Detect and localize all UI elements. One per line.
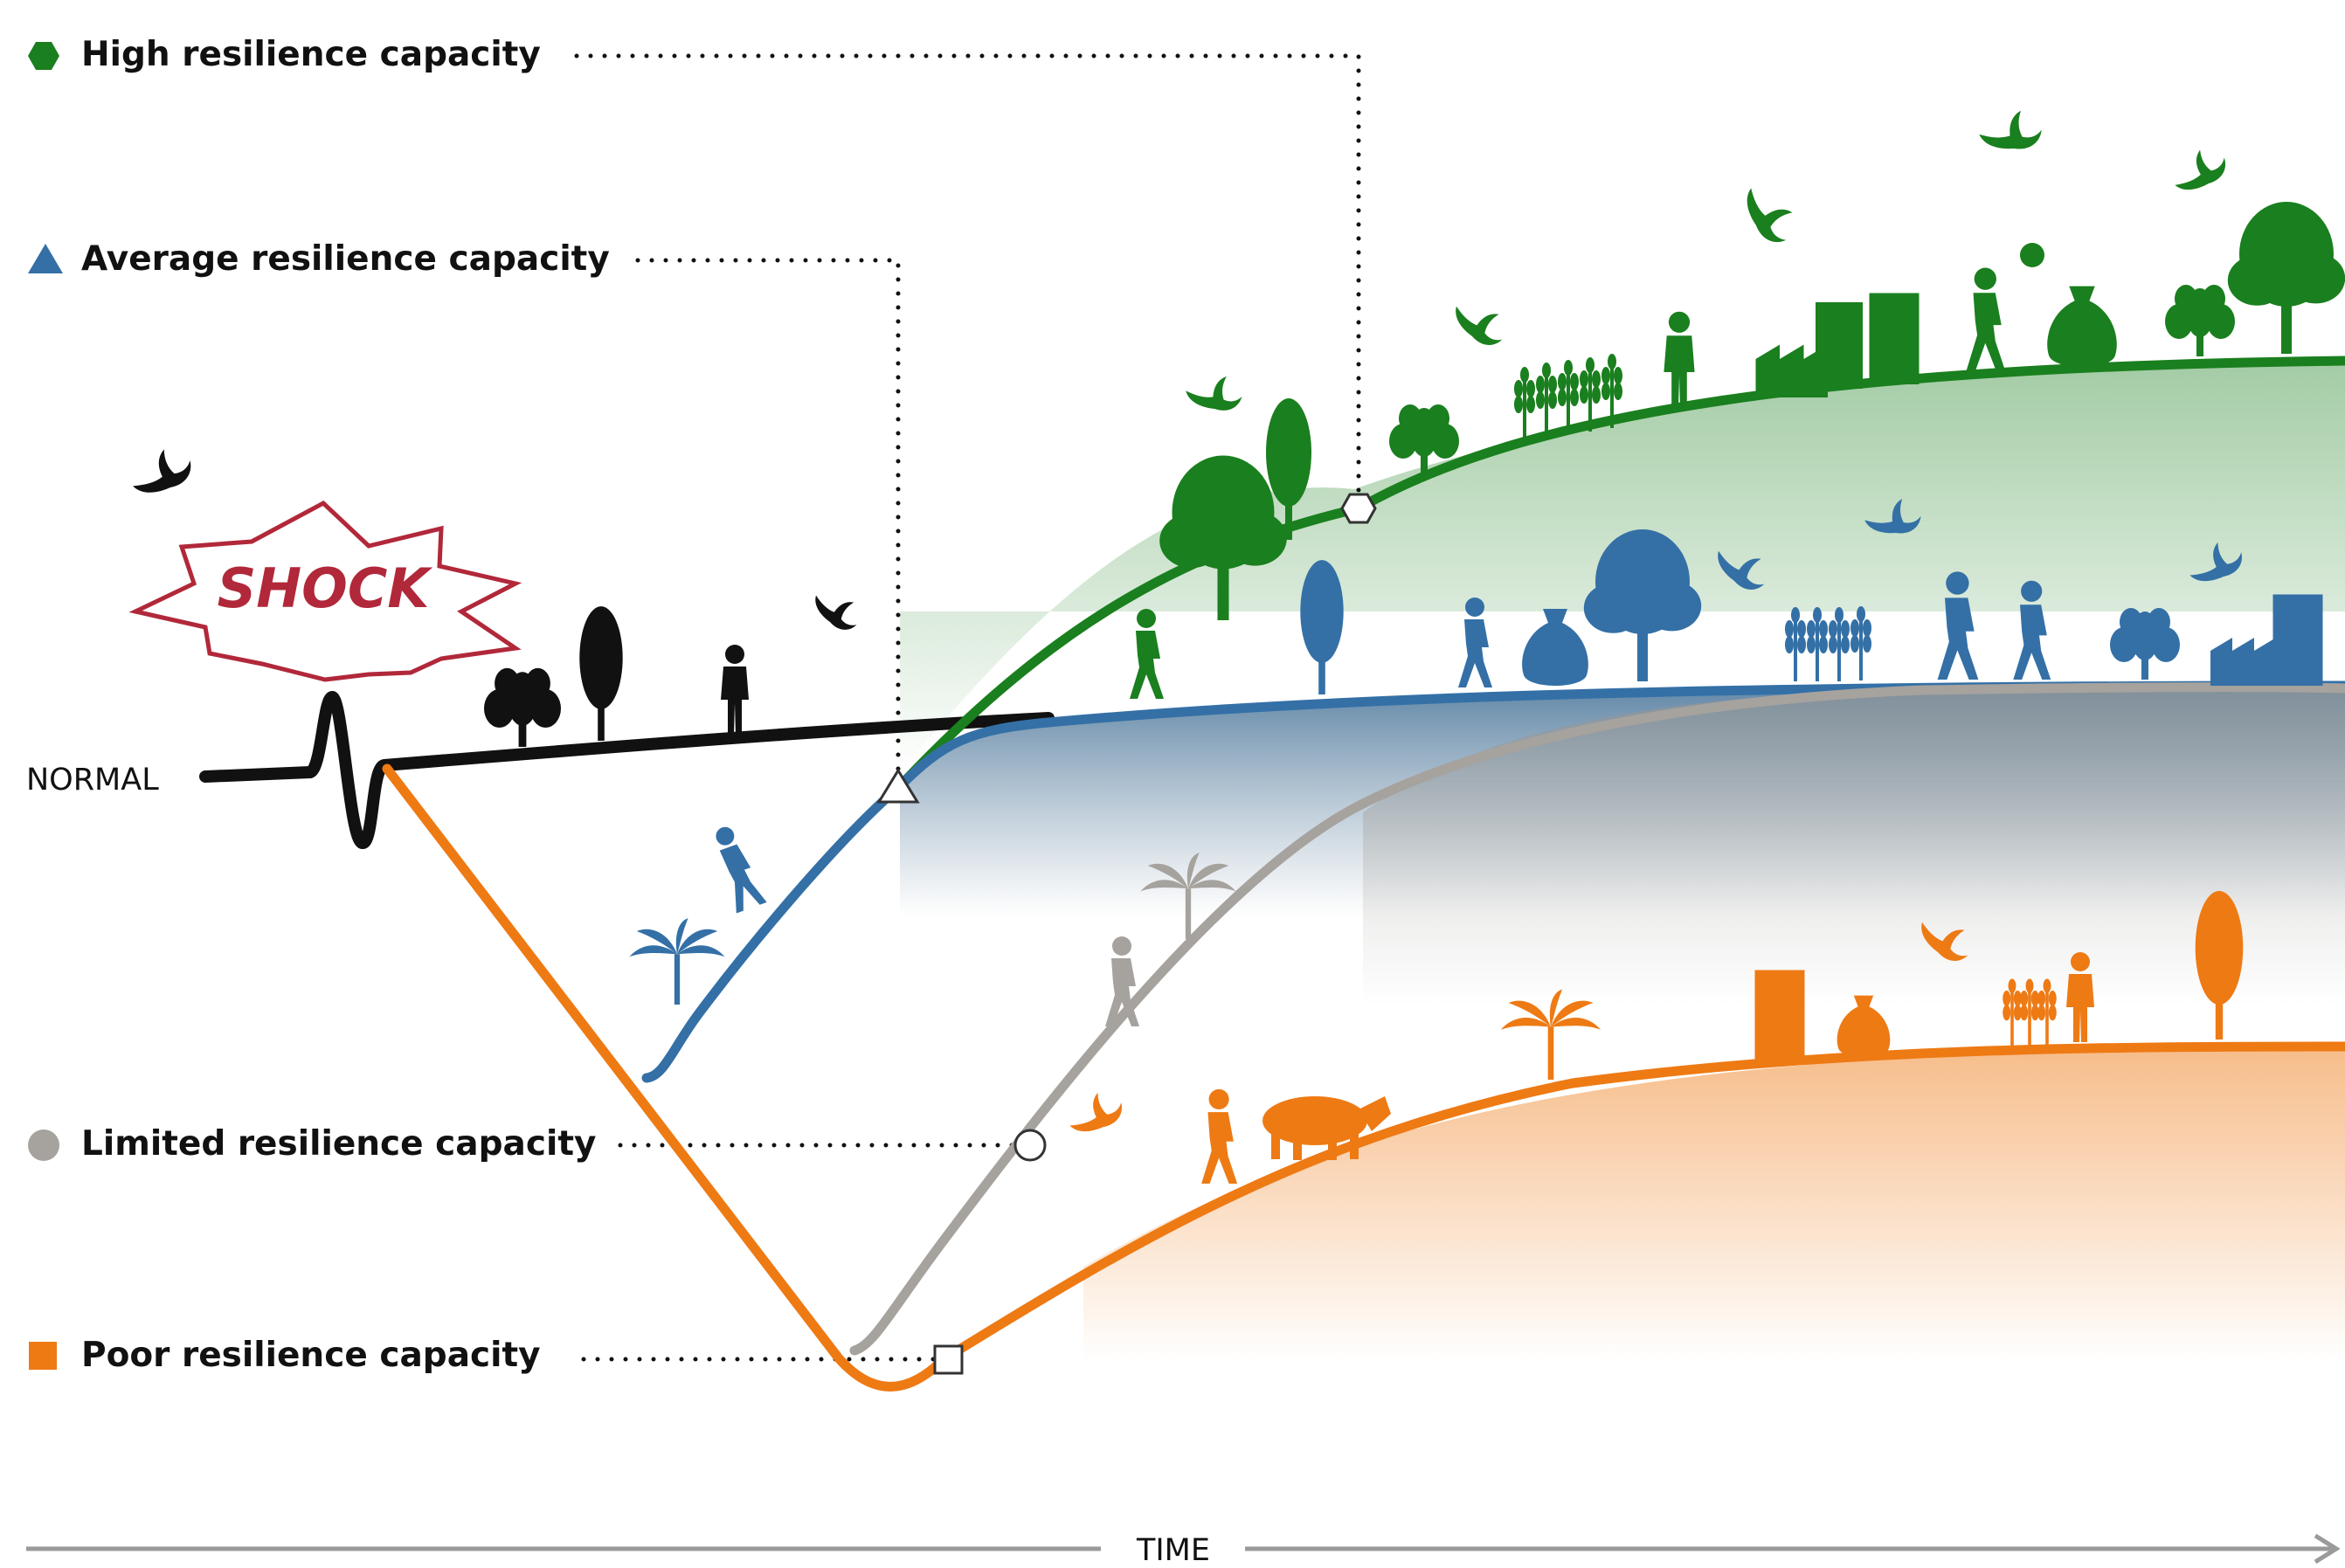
- poor-silhouettes: [1069, 890, 2244, 1184]
- bird-icon: [2175, 143, 2230, 203]
- legend-average-label: Average resilience capacity: [81, 239, 610, 279]
- poor-resilience-curve: [382, 763, 2345, 1392]
- tall-tree-icon: [1300, 560, 1344, 694]
- legend-limited-label: Limited resilience capacity: [81, 1124, 596, 1164]
- building-icon: [1869, 293, 1920, 384]
- triangle-icon: [28, 244, 63, 273]
- leader-lines: [574, 53, 1361, 1362]
- high-silhouettes: [1130, 101, 2345, 699]
- bush-icon: [2165, 285, 2235, 356]
- average-leader-line: [635, 258, 901, 789]
- limited-marker-circle: [1013, 1129, 1047, 1162]
- high-resilience-curve: [895, 356, 2345, 791]
- shock-label: SHOCK: [218, 556, 433, 620]
- bird-icon: [815, 595, 857, 630]
- poor-marker-square: [933, 1344, 964, 1375]
- lightbulb-icon: [2020, 243, 2044, 267]
- normal-baseline-curve: [199, 690, 1055, 849]
- tall-tree-icon: [579, 606, 623, 741]
- cow-icon: [1262, 1096, 1391, 1160]
- square-icon: [29, 1342, 57, 1370]
- bird-icon: [1735, 188, 1799, 246]
- legend: High resilience capacity Average resilie…: [28, 35, 610, 1375]
- factory-icon: [2210, 638, 2276, 686]
- hexagon-icon: [28, 42, 59, 70]
- grain-field-icon: [2003, 978, 2057, 1046]
- bird-icon: [132, 442, 196, 508]
- high-marker-hexagon: [1340, 493, 1377, 524]
- bird-icon: [1978, 101, 2046, 168]
- poor-curve-fill: [1083, 1046, 2345, 1363]
- limited-resilience-curve: [849, 682, 2345, 1356]
- bush-icon: [2110, 608, 2180, 680]
- legend-high-label: High resilience capacity: [81, 35, 541, 74]
- bird-icon: [1069, 1086, 1126, 1146]
- shock-burst-star: [128, 500, 522, 682]
- shock-burst: SHOCK: [128, 500, 522, 682]
- building-icon: [2272, 594, 2323, 686]
- walker-icon: [707, 821, 767, 914]
- normal-label: NORMAL: [26, 763, 159, 798]
- legend-poor-label: Poor resilience capacity: [81, 1336, 541, 1375]
- moneybag-icon: [1522, 609, 1588, 686]
- tree-icon: [2227, 202, 2345, 354]
- tall-tree-icon: [2195, 890, 2244, 1040]
- bush-icon: [484, 667, 561, 747]
- high-leader-line: [574, 53, 1361, 511]
- walker-icon: [1201, 1088, 1238, 1184]
- grain-field-icon: [1785, 606, 1871, 681]
- moneybag-icon: [1837, 995, 1891, 1057]
- circle-icon: [28, 1129, 59, 1161]
- bird-icon: [1185, 368, 1245, 425]
- person-icon: [1664, 311, 1695, 411]
- walker-icon: [1130, 609, 1164, 699]
- building-icon: [1816, 302, 1863, 389]
- walker-icon: [1966, 267, 2006, 371]
- time-axis: TIME: [26, 1533, 2341, 1568]
- time-label: TIME: [1136, 1533, 1210, 1568]
- moneybag-icon: [2047, 286, 2117, 367]
- average-marker-triangle: [876, 768, 920, 804]
- person-icon: [721, 645, 749, 735]
- average-resilience-curve: [641, 680, 2345, 1083]
- limited-curve-fill: [1363, 688, 2345, 1005]
- time-axis-arrow-icon: [2314, 1533, 2341, 1565]
- building-icon: [1754, 970, 1805, 1061]
- bird-icon: [1456, 306, 1503, 345]
